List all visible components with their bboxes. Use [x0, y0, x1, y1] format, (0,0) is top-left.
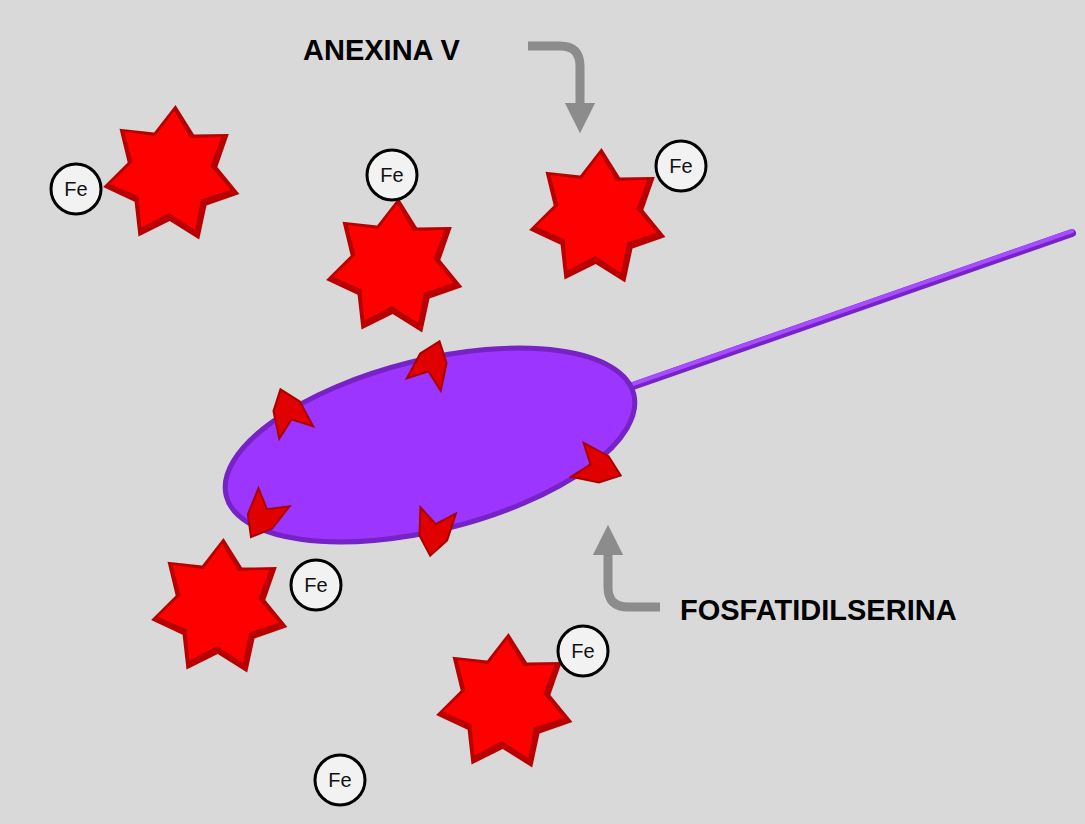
star-edge — [151, 538, 287, 672]
star-face — [158, 544, 279, 663]
annexin-star — [326, 198, 462, 332]
annexin-star — [436, 633, 572, 767]
phosphatidylserine-marker — [412, 507, 455, 559]
annexin-star — [529, 148, 665, 282]
leader-arrow — [528, 46, 580, 118]
star-edge — [326, 198, 462, 332]
element-symbol: Fe — [328, 769, 351, 792]
iron-circle: Fe — [556, 624, 610, 678]
iron-circle: Fe — [365, 148, 419, 202]
iron-circle: Fe — [654, 139, 708, 193]
star-face — [443, 639, 564, 758]
leader-arrow — [608, 540, 660, 607]
annexin-star — [103, 105, 239, 239]
star-edge — [529, 148, 665, 282]
element-symbol: Fe — [571, 640, 594, 663]
annexin-star — [151, 538, 287, 672]
element-symbol: Fe — [64, 178, 87, 201]
star-edge — [103, 105, 239, 239]
phosphatidylserine-marker — [571, 443, 627, 493]
star-face — [333, 204, 454, 323]
phosphatidylserine-markers — [235, 335, 626, 559]
iron-circle: Fe — [289, 558, 343, 612]
callout-label: FOSFATIDILSERINA — [680, 594, 957, 627]
element-symbol: Fe — [380, 164, 403, 187]
element-symbol: Fe — [304, 574, 327, 597]
phosphatidylserine-marker — [235, 488, 289, 546]
star-edge — [436, 633, 572, 767]
star-face — [536, 154, 657, 273]
star-face — [110, 111, 231, 230]
callout-label: ANEXINA V — [303, 34, 460, 67]
iron-circle: Fe — [313, 753, 367, 807]
iron-circle: Fe — [49, 162, 103, 216]
annexin-stars — [103, 105, 665, 767]
element-symbol: Fe — [669, 155, 692, 178]
phosphatidylserine-marker — [407, 335, 457, 391]
phosphatidylserine-marker — [264, 383, 314, 439]
